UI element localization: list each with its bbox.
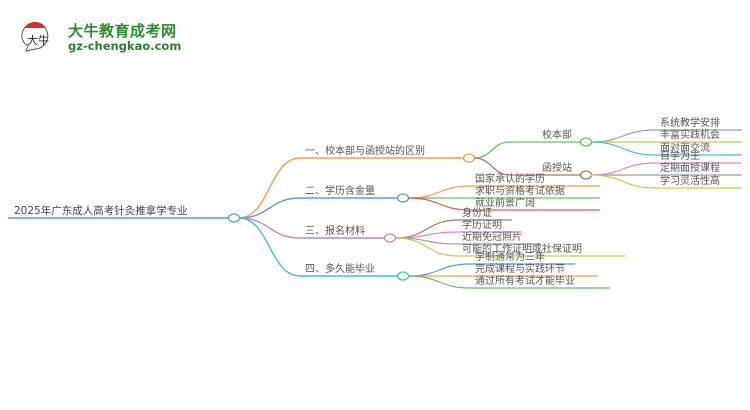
leaf-node[interactable]: 就业前景广阔 <box>475 198 535 209</box>
logo-title: 大牛教育成考网 <box>68 22 177 40</box>
connector-line <box>238 157 301 219</box>
leaf-node[interactable]: 定期面授课程 <box>660 163 720 174</box>
collapse-toggle[interactable] <box>383 233 397 243</box>
connector-line <box>590 141 656 156</box>
svg-text:大牛: 大牛 <box>27 33 49 47</box>
leaf-node[interactable]: 系统教学安排 <box>660 118 720 129</box>
leaf-node[interactable]: 国家承认的学历 <box>475 174 545 185</box>
root-node[interactable]: 2025年广东成人高考针灸推拿学专业 <box>14 205 188 217</box>
leaf-node[interactable]: 面对面交流 <box>660 143 710 154</box>
sub-node-campus[interactable]: 校本部 <box>542 130 572 141</box>
connector-line <box>395 237 459 257</box>
connector-line <box>238 217 301 277</box>
branch-node-1[interactable]: 一、校本部与函授站的区别 <box>305 146 425 157</box>
collapse-toggle[interactable] <box>227 213 241 223</box>
collapse-toggle[interactable] <box>396 271 410 281</box>
branch-node-4[interactable]: 四、多久能毕业 <box>305 264 375 275</box>
connector-line <box>473 141 511 159</box>
leaf-node[interactable]: 可能的工作证明或社保证明 <box>462 244 582 255</box>
site-logo: 大牛 大牛教育成考网 gz-chengkao.com <box>18 18 198 58</box>
logo-url: gz-chengkao.com <box>68 39 182 53</box>
leaf-node[interactable]: 学习灵活性高 <box>660 176 720 187</box>
connector-line <box>590 174 656 189</box>
leaf-node[interactable]: 自学为主 <box>660 151 700 162</box>
collapse-toggle[interactable] <box>579 170 593 180</box>
leaf-node[interactable]: 身份证 <box>462 208 492 219</box>
collapse-toggle[interactable] <box>579 137 593 147</box>
connector-line <box>590 162 656 176</box>
connector-line <box>238 217 301 239</box>
leaf-node[interactable]: 通过所有考试才能毕业 <box>475 276 575 287</box>
leaf-node[interactable]: 近期免冠照片 <box>462 232 522 243</box>
connector-line <box>408 185 471 199</box>
leaf-node[interactable]: 完成课程与实践环节 <box>475 264 565 275</box>
leaf-node[interactable]: 学制通常为三年 <box>475 252 545 263</box>
collapse-toggle[interactable] <box>462 153 476 163</box>
connector-line <box>408 275 471 289</box>
sub-node-station[interactable]: 函授站 <box>542 163 572 174</box>
connector-line <box>408 197 471 211</box>
leaf-node[interactable]: 学历证明 <box>462 220 502 231</box>
branch-node-2[interactable]: 二、学历含金量 <box>305 186 375 197</box>
connector-line <box>408 263 471 277</box>
logo-badge-icon: 大牛 <box>21 21 49 52</box>
leaf-node[interactable]: 丰富实践机会 <box>660 130 720 141</box>
collapse-toggle[interactable] <box>396 193 410 203</box>
connector-line <box>238 197 301 219</box>
leaf-node[interactable]: 求职与资格考试依据 <box>475 186 565 197</box>
connector-line <box>590 129 656 143</box>
branch-node-3[interactable]: 三、报名材料 <box>305 226 365 237</box>
connector-line <box>473 157 511 176</box>
